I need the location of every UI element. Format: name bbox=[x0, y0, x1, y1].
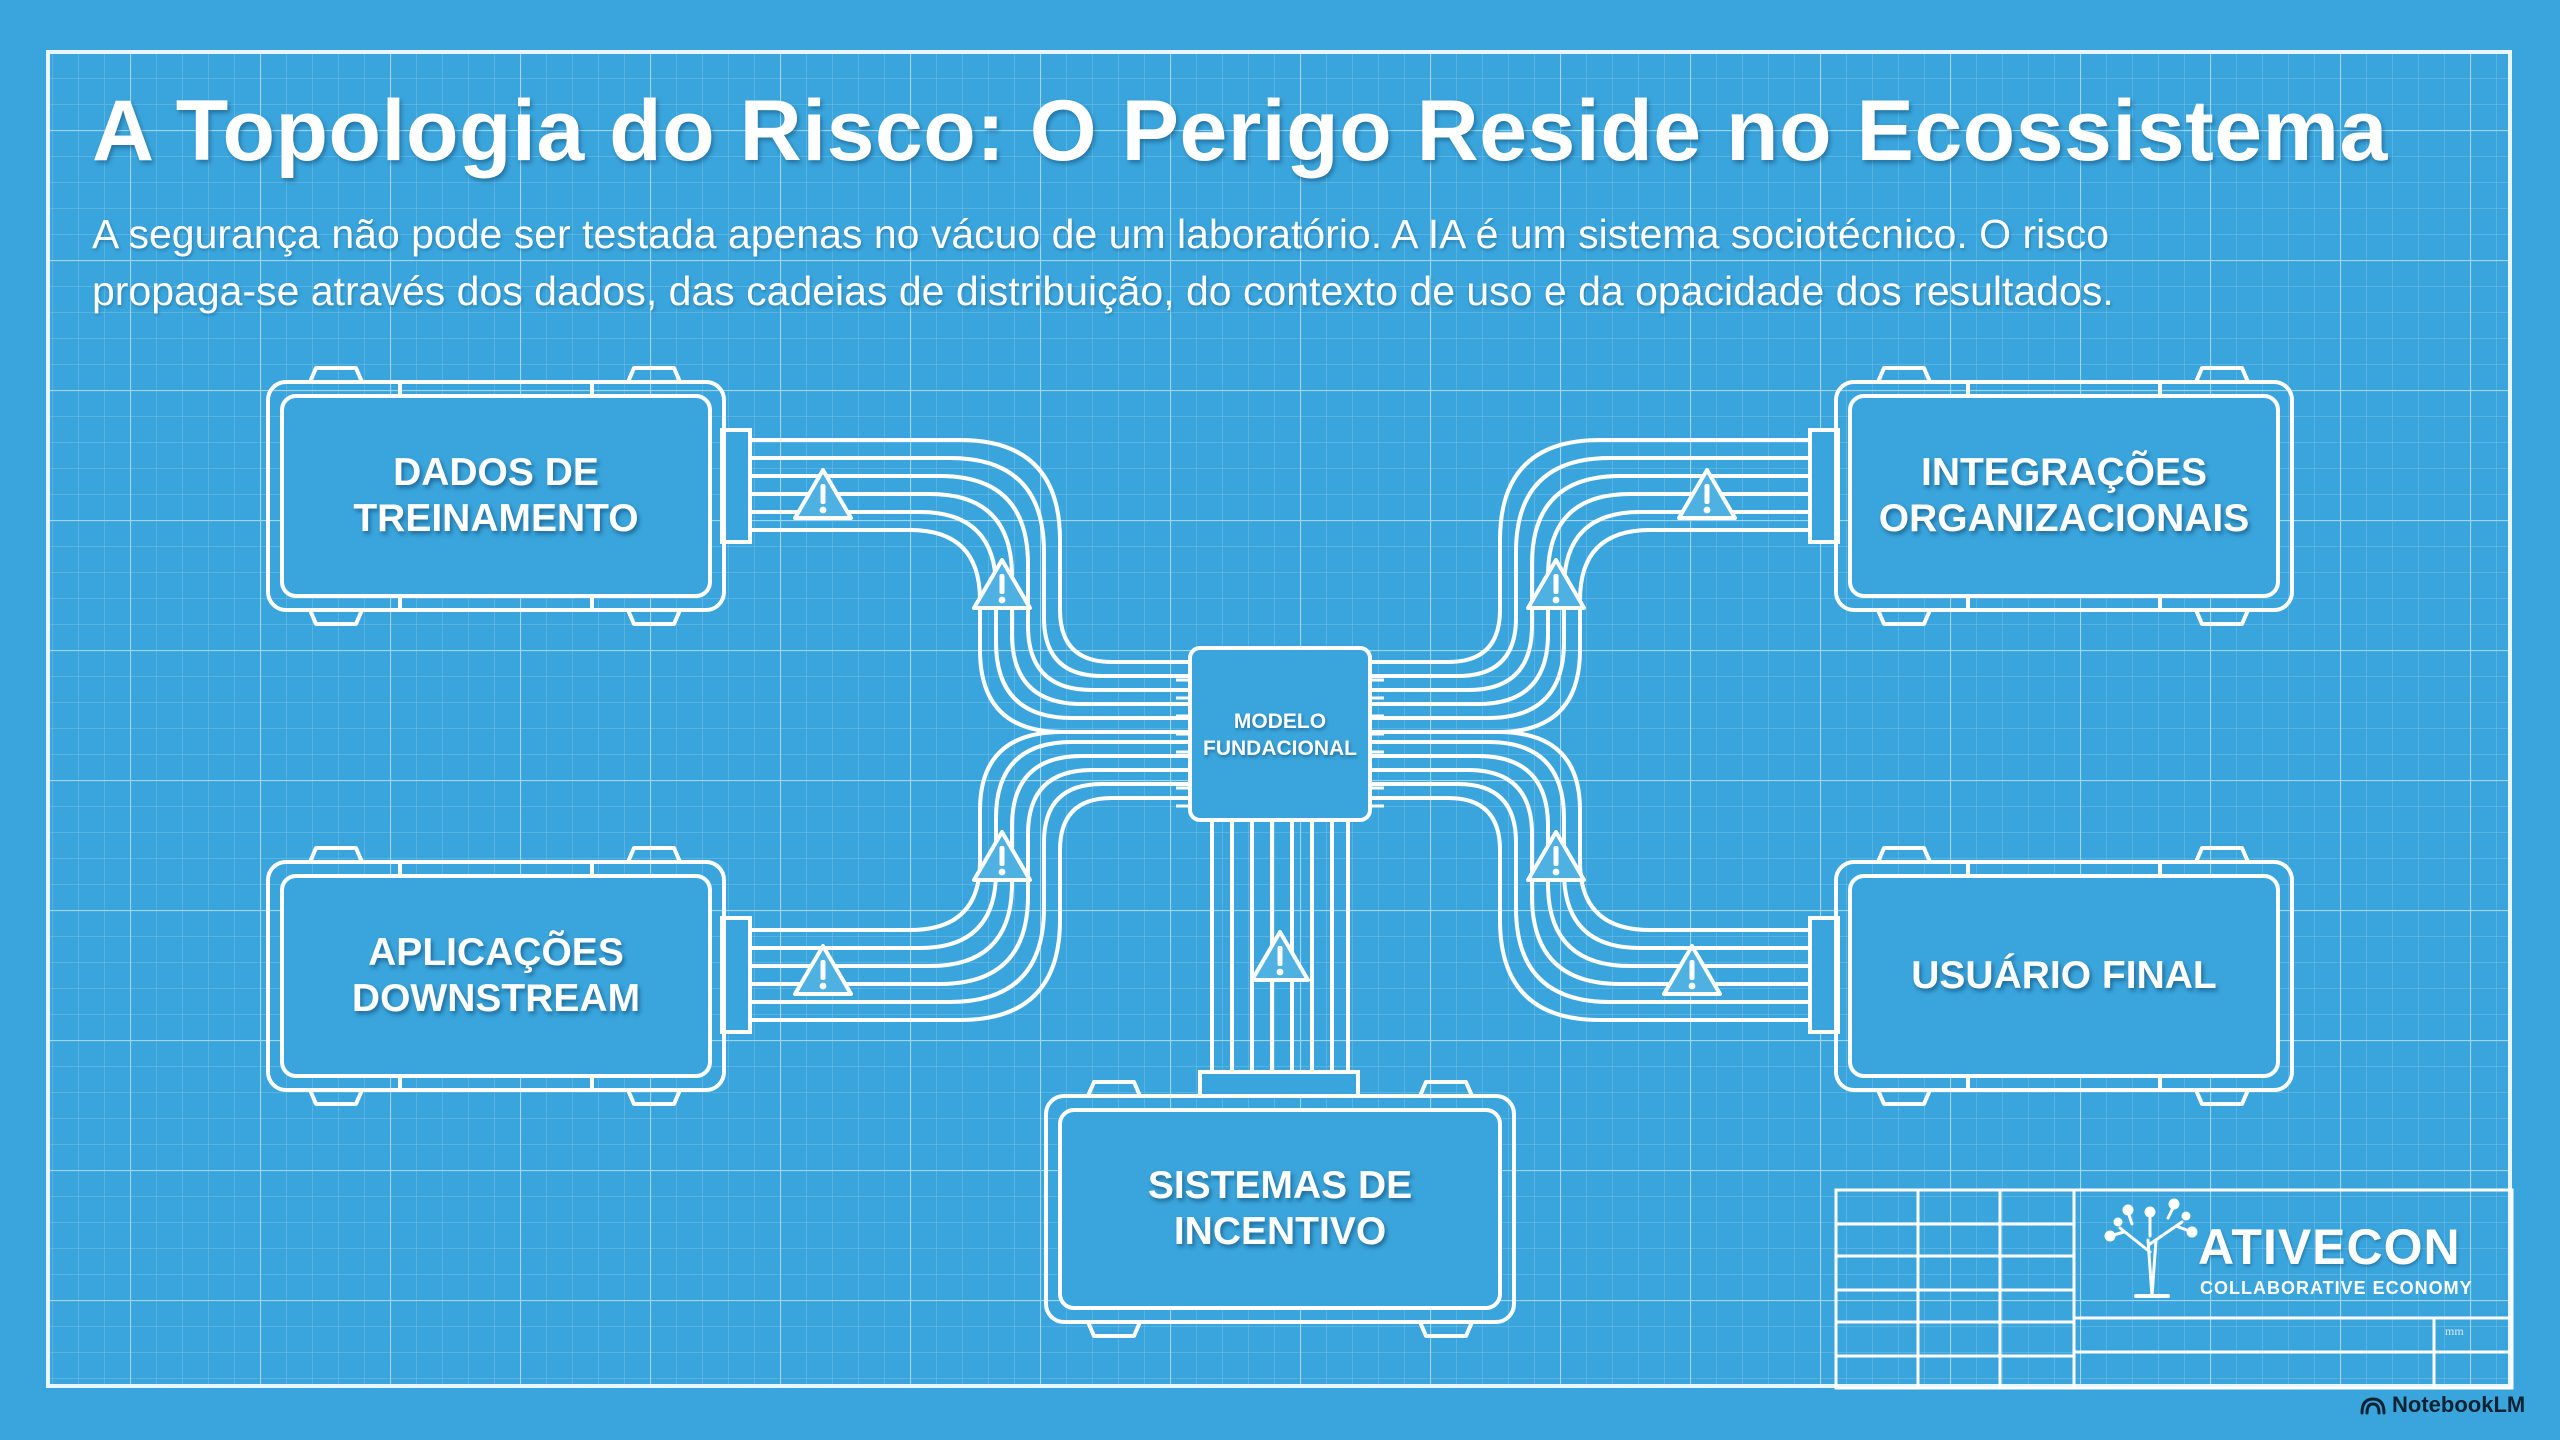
node-training-data: DADOS DE TREINAMENTO bbox=[282, 396, 710, 596]
cable-bundle-top-left bbox=[746, 438, 1192, 734]
node-label-line: INTEGRAÇÕES bbox=[1920, 451, 2208, 494]
blueprint-frame bbox=[46, 50, 2512, 1388]
connector-downstream bbox=[720, 916, 752, 1034]
node-downstream-apps: APLICAÇÕES DOWNSTREAM bbox=[282, 876, 710, 1076]
node-label-line: ORGANIZACIONAIS bbox=[1878, 497, 2250, 540]
node-org-integrations: INTEGRAÇÕES ORGANIZACIONAIS bbox=[1850, 396, 2278, 596]
logo-tagline: COLLABORATIVE ECONOMY bbox=[2200, 1278, 2473, 1298]
node-incentive-systems: SISTEMAS DE INCENTIVO bbox=[1060, 1110, 1500, 1308]
node-label-line: TREINAMENTO bbox=[353, 497, 639, 540]
node-box-downstream-apps bbox=[266, 846, 726, 1106]
node-label-line: APLICAÇÕES bbox=[368, 931, 624, 974]
cable-bundle-bottom-left bbox=[746, 730, 1192, 1022]
warning-triangle-icon bbox=[793, 944, 853, 996]
node-end-user: USUÁRIO FINAL bbox=[1850, 876, 2278, 1076]
connector-incentive bbox=[1198, 1070, 1360, 1098]
node-foundation-model: MODELO FUNDACIONAL bbox=[1190, 650, 1370, 820]
center-label-line: MODELO bbox=[1233, 710, 1327, 733]
cable-bundle-bottom-right bbox=[1368, 730, 1814, 1022]
node-label-line: INCENTIVO bbox=[1173, 1210, 1387, 1253]
node-box-incentive-systems bbox=[1044, 1080, 1516, 1338]
subtitle-line-2: propaga-se através dos dados, das cadeia… bbox=[92, 268, 2114, 314]
title-block bbox=[1834, 1188, 2514, 1390]
node-box-org-integrations bbox=[1834, 366, 2294, 626]
connector-training bbox=[720, 428, 752, 544]
warning-triangle-icon bbox=[972, 830, 1032, 882]
warning-triangle-icon bbox=[972, 558, 1032, 610]
tree-logo-icon bbox=[2104, 1198, 2198, 1298]
node-box-training-data bbox=[266, 366, 726, 626]
central-chip bbox=[1176, 646, 1384, 822]
subtitle-line-1: A segurança não pode ser testada apenas … bbox=[92, 211, 2110, 257]
connector-end-user bbox=[1808, 916, 1840, 1034]
cable-bundle-top-right bbox=[1368, 438, 1814, 734]
node-label-line: SISTEMAS DE bbox=[1147, 1164, 1413, 1207]
warning-triangle-icon bbox=[1526, 830, 1586, 882]
brand-name: NotebookLM bbox=[2392, 1392, 2526, 1417]
connector-integrations bbox=[1808, 428, 1840, 544]
title-block-code: mm bbox=[2445, 1324, 2464, 1338]
node-label-line: DOWNSTREAM bbox=[351, 977, 641, 1020]
logo-name: ATIVECON bbox=[2198, 1219, 2461, 1275]
page-title: A Topologia do Risco: O Perigo Reside no… bbox=[92, 83, 2388, 179]
node-label-line: DADOS DE bbox=[393, 451, 599, 494]
node-box-end-user bbox=[1834, 846, 2294, 1106]
center-label-line: FUNDACIONAL bbox=[1203, 737, 1357, 760]
page-subtitle: A segurança não pode ser testada apenas … bbox=[92, 206, 2472, 320]
brand-watermark: NotebookLM bbox=[2360, 1392, 2525, 1418]
warning-triangle-icon bbox=[1526, 558, 1586, 610]
warning-triangle-icon bbox=[1250, 930, 1310, 982]
notebooklm-logo-icon bbox=[2360, 1397, 2386, 1415]
node-label-line: USUÁRIO FINAL bbox=[1911, 954, 2217, 997]
warning-triangle-icon bbox=[1662, 944, 1722, 996]
